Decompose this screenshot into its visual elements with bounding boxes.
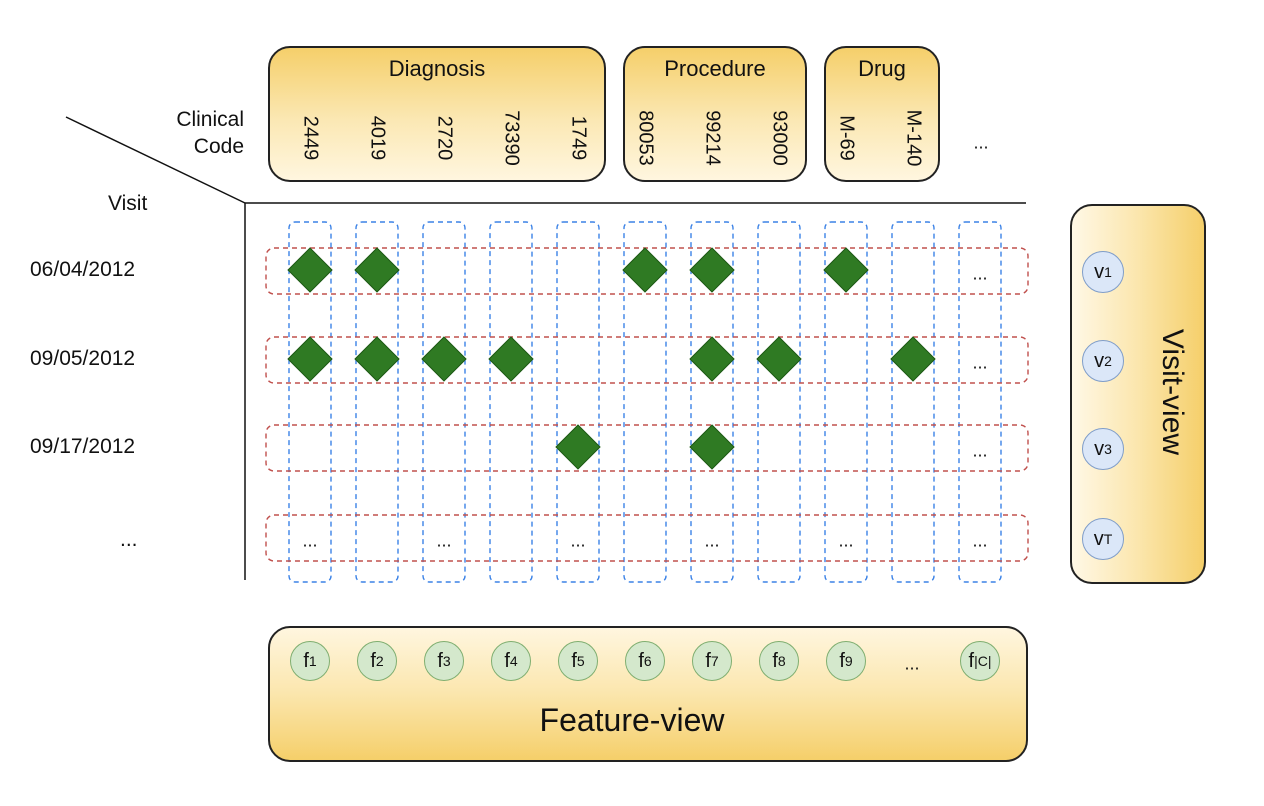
cell-ellipsis: ... xyxy=(972,440,988,461)
code-label: 80053 xyxy=(634,110,657,166)
corner-diagonal-line xyxy=(65,116,246,204)
feature-node-sub: 6 xyxy=(643,653,652,669)
cell-ellipsis: ... xyxy=(570,530,586,551)
feature-node-base: f xyxy=(303,649,309,672)
feature-column-box xyxy=(757,221,801,583)
feature-node: f|C| xyxy=(960,641,1000,681)
code-label: 4019 xyxy=(366,115,389,161)
feature-node-sub: 9 xyxy=(844,653,853,669)
code-label: 93000 xyxy=(768,110,791,166)
visit-axis-label: Visit xyxy=(108,192,148,215)
feature-node-base: f xyxy=(839,649,845,672)
group-title-drug: Drug xyxy=(858,56,906,81)
feature-node-sub: 5 xyxy=(576,653,585,669)
feature-node-sub: 1 xyxy=(308,653,317,669)
feature-node-sub: 8 xyxy=(777,653,786,669)
code-label: M-69 xyxy=(835,115,858,161)
cell-ellipsis: ... xyxy=(302,530,318,551)
feature-node-sub: 7 xyxy=(710,653,719,669)
feature-column-box xyxy=(422,221,466,583)
visit-node-base: v xyxy=(1094,260,1105,283)
code-label: 2720 xyxy=(433,115,456,161)
clinical-code-line1: Clinical xyxy=(176,108,244,131)
visit-date: 06/04/2012 xyxy=(30,258,136,281)
group-procedure: Procedure xyxy=(623,46,807,182)
visit-row-box xyxy=(265,514,1029,562)
feature-node-base: f xyxy=(968,649,975,672)
feature-node-base: f xyxy=(437,649,443,672)
code-label: 2449 xyxy=(299,115,322,161)
visit-node-base: v xyxy=(1094,437,1105,460)
feature-node-sub: |C| xyxy=(974,653,992,669)
cell-ellipsis: ... xyxy=(704,530,720,551)
feature-node-base: f xyxy=(370,649,376,672)
feature-node-base: f xyxy=(571,649,577,672)
clinical-code-line2: Code xyxy=(193,135,244,158)
group-drug: Drug xyxy=(824,46,940,182)
cell-ellipsis: ... xyxy=(436,530,452,551)
feature-view-title: Feature-view xyxy=(539,702,725,738)
visit-row-box xyxy=(265,424,1029,472)
feature-node-sub: 2 xyxy=(375,653,384,669)
feature-node-base: f xyxy=(705,649,711,672)
feature-node-base: f xyxy=(772,649,778,672)
feature-column-box xyxy=(489,221,533,583)
code-label: 1749 xyxy=(567,115,590,161)
cell-ellipsis: ... xyxy=(838,530,854,551)
feature-node-base: f xyxy=(504,649,510,672)
visit-row-box xyxy=(265,336,1029,384)
feature-ellipsis: ... xyxy=(904,653,920,674)
clinical-code-label: Clinical Code xyxy=(158,106,244,160)
group-title-diagnosis: Diagnosis xyxy=(388,56,486,81)
code-label: M-140 xyxy=(902,109,925,167)
code-ellipsis: ... xyxy=(973,132,989,153)
visit-node-sub: 1 xyxy=(1104,264,1112,280)
visit-date: 09/17/2012 xyxy=(30,435,136,458)
feature-node-sub: 3 xyxy=(442,653,451,669)
cell-ellipsis: ... xyxy=(972,263,988,284)
visit-node-base: v xyxy=(1093,527,1104,550)
code-label: 73390 xyxy=(500,110,523,166)
visit-view-title: Visit-view xyxy=(1156,328,1189,456)
visit-date: ... xyxy=(120,528,138,551)
feature-node-sub: 4 xyxy=(509,653,518,669)
feature-column-box xyxy=(891,221,935,583)
visit-row-box xyxy=(265,247,1029,295)
visit-node-base: v xyxy=(1094,349,1105,372)
feature-column-box xyxy=(556,221,600,583)
visit-node-sub: 2 xyxy=(1104,353,1112,369)
cell-ellipsis: ... xyxy=(972,530,988,551)
group-title-procedure: Procedure xyxy=(664,56,766,81)
cell-ellipsis: ... xyxy=(972,352,988,373)
group-diagnosis: Diagnosis xyxy=(268,46,606,182)
feature-node-base: f xyxy=(638,649,644,672)
visit-node-sub: T xyxy=(1103,531,1113,547)
code-label: 99214 xyxy=(701,110,724,166)
visit-date: 09/05/2012 xyxy=(30,347,136,370)
visit-node-sub: 3 xyxy=(1104,441,1112,457)
